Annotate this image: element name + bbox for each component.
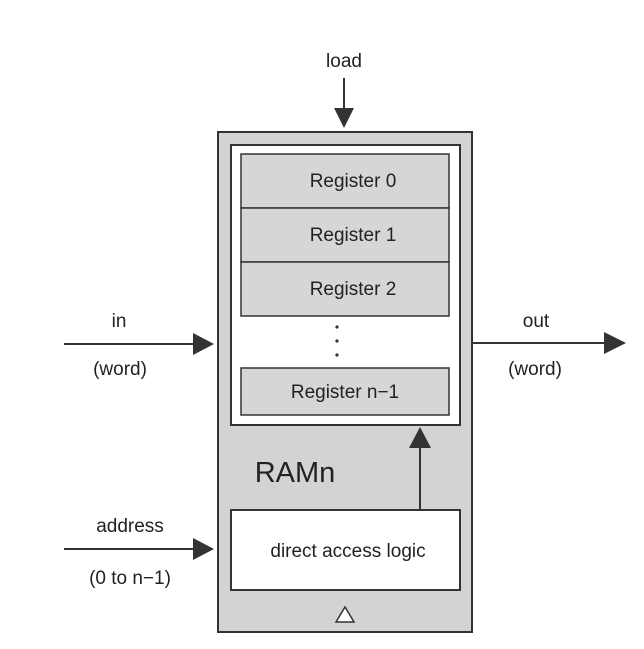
- clock-triangle-icon: [334, 605, 356, 623]
- register-n-minus-1-box: [240, 367, 450, 416]
- address-range-label: (0 to n−1): [89, 568, 171, 589]
- in-arrow-head: [193, 333, 214, 355]
- register-1-box: [240, 207, 450, 263]
- register-0-label: Register 0: [310, 171, 397, 192]
- chip-name: RAMn: [255, 457, 336, 489]
- address-label: address: [96, 516, 164, 537]
- address-arrow-head: [193, 538, 214, 560]
- out-label: out: [523, 311, 550, 332]
- out-arrow-head: [604, 332, 626, 354]
- load-arrow-head: [334, 108, 354, 128]
- direct-access-logic-box: [230, 509, 461, 591]
- out-type-label: (word): [508, 359, 562, 380]
- select-arrow-head: [409, 427, 431, 448]
- in-type-label: (word): [93, 359, 147, 380]
- in-label: in: [112, 311, 127, 332]
- register-ellipsis: [335, 325, 339, 357]
- register-2-label: Register 2: [310, 279, 397, 300]
- direct-access-logic-label: direct access logic: [270, 541, 425, 562]
- register-1-label: Register 1: [310, 225, 397, 246]
- register-2-box: [240, 261, 450, 317]
- register-n-minus-1-label: Register n−1: [291, 382, 399, 403]
- load-label: load: [326, 51, 362, 72]
